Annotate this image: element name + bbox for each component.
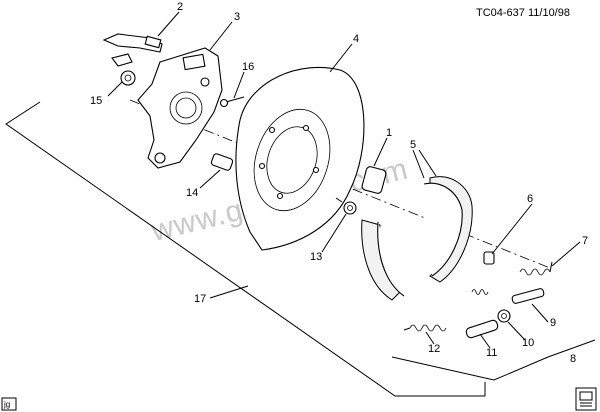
- assembly-bracket-17: [5, 101, 486, 397]
- callout-10: 10: [522, 337, 534, 349]
- callout-1: 1: [386, 127, 392, 139]
- callout-16: 16: [242, 61, 254, 73]
- callout-3: 3: [234, 11, 240, 23]
- support-plate-3: [137, 47, 223, 169]
- reference-code: TC04-637 11/10/98: [476, 7, 570, 19]
- leader-lines: [107, 11, 581, 349]
- nut-15: [120, 70, 136, 86]
- adjuster-14: [210, 153, 234, 171]
- footer-tag-text: jg: [3, 400, 10, 409]
- document-book-icon: [575, 387, 597, 411]
- callout-17: 17: [194, 293, 206, 305]
- adjuster-screw-9: [511, 288, 545, 304]
- callout-6: 6: [527, 193, 533, 205]
- bolt-13: [335, 197, 357, 215]
- backing-plate-4: [235, 66, 365, 251]
- callout-8: 8: [570, 353, 576, 365]
- subassembly-bracket-8: [391, 339, 596, 381]
- shoe-pad-1: [361, 166, 387, 194]
- callout-numbers: 1 2 3 4 5 6 7 8 9 10 11 12 13 14 15 16 1…: [90, 1, 588, 365]
- block-6: [483, 251, 495, 265]
- callout-13: 13: [310, 251, 322, 263]
- callout-14: 14: [186, 187, 198, 199]
- callout-9: 9: [550, 317, 556, 329]
- callout-2: 2: [177, 1, 183, 13]
- brake-shoe-front-5: [361, 219, 405, 301]
- brake-shoe-rear-5: [423, 176, 473, 283]
- spring-small: [471, 289, 489, 295]
- spring-7: [519, 261, 553, 276]
- callout-7: 7: [582, 235, 588, 247]
- callout-11: 11: [486, 347, 497, 359]
- callout-5: 5: [410, 139, 416, 151]
- spring-12: [403, 324, 447, 332]
- callout-15: 15: [90, 95, 102, 107]
- footer-tag: jg: [1, 397, 17, 411]
- socket-11: [465, 319, 499, 339]
- callout-4: 4: [353, 33, 359, 45]
- callout-12: 12: [428, 343, 440, 355]
- parking-brake-lever-2: [102, 33, 163, 67]
- adjuster-nut-10: [497, 309, 511, 323]
- bolt-16: [219, 96, 245, 108]
